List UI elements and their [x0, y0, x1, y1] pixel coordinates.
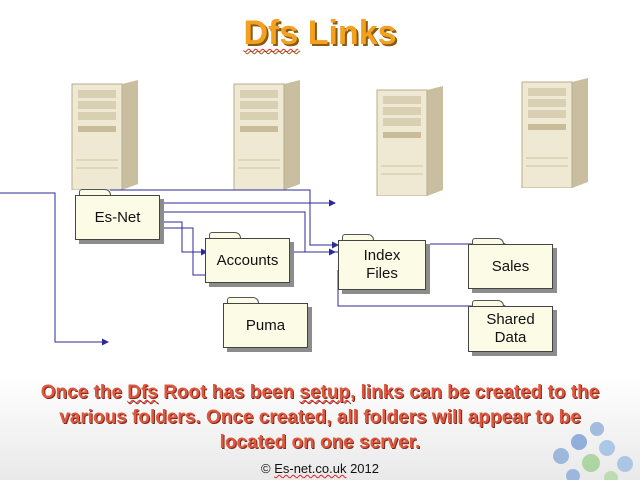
server-tower-icon: [233, 80, 300, 190]
title-links: Links: [298, 14, 397, 52]
server-tower-icon: [376, 86, 443, 196]
folder-label: Sales: [468, 244, 553, 289]
title-dfs: Dfs: [243, 14, 299, 52]
folder-shared-data[interactable]: Shared Data: [468, 300, 553, 352]
copyright-notice: © Es-net.co.uk 2012: [0, 461, 640, 476]
copyright-text: ©: [260, 461, 275, 476]
connector-line: [0, 192, 109, 346]
connector-line: [160, 227, 208, 276]
folder-icon: [472, 238, 504, 247]
caption-text: Once the: [40, 382, 128, 403]
server-tower-icon: [521, 78, 588, 188]
folder-sales[interactable]: Sales: [468, 238, 553, 289]
connector-line: [160, 221, 208, 256]
slide-title: Dfs Links: [0, 14, 640, 53]
folder-label: Es-Net: [75, 195, 160, 240]
folder-index-files[interactable]: Index Files: [338, 234, 426, 290]
folder-icon: [472, 300, 504, 309]
folder-label: Shared Data: [468, 306, 553, 352]
folder-puma[interactable]: Puma: [223, 297, 308, 348]
folder-icon: [342, 234, 374, 243]
caption-text: setup: [299, 382, 351, 403]
folder-label: Index Files: [338, 240, 426, 290]
folder-icon: [227, 297, 259, 306]
decorative-bubbles-icon: [553, 422, 633, 480]
folder-icon: [209, 232, 241, 241]
copyright-text: Es-net.co.uk: [274, 461, 347, 476]
folder-icon: [79, 189, 111, 198]
folder-accounts[interactable]: Accounts: [205, 232, 290, 283]
folder-label: Accounts: [205, 238, 290, 283]
caption-text: Dfs: [127, 382, 158, 403]
caption-text: , links can be created to the various fo…: [59, 382, 600, 453]
slide-caption: Once the Dfs Root has been setup, links …: [40, 380, 600, 455]
folder-label: Puma: [223, 303, 308, 348]
copyright-text: 2012: [346, 461, 379, 476]
connector-line: [110, 189, 339, 249]
caption-text: Root has been: [157, 382, 300, 403]
server-tower-icon: [71, 80, 138, 190]
folder-esnet[interactable]: Es-Net: [75, 189, 160, 240]
